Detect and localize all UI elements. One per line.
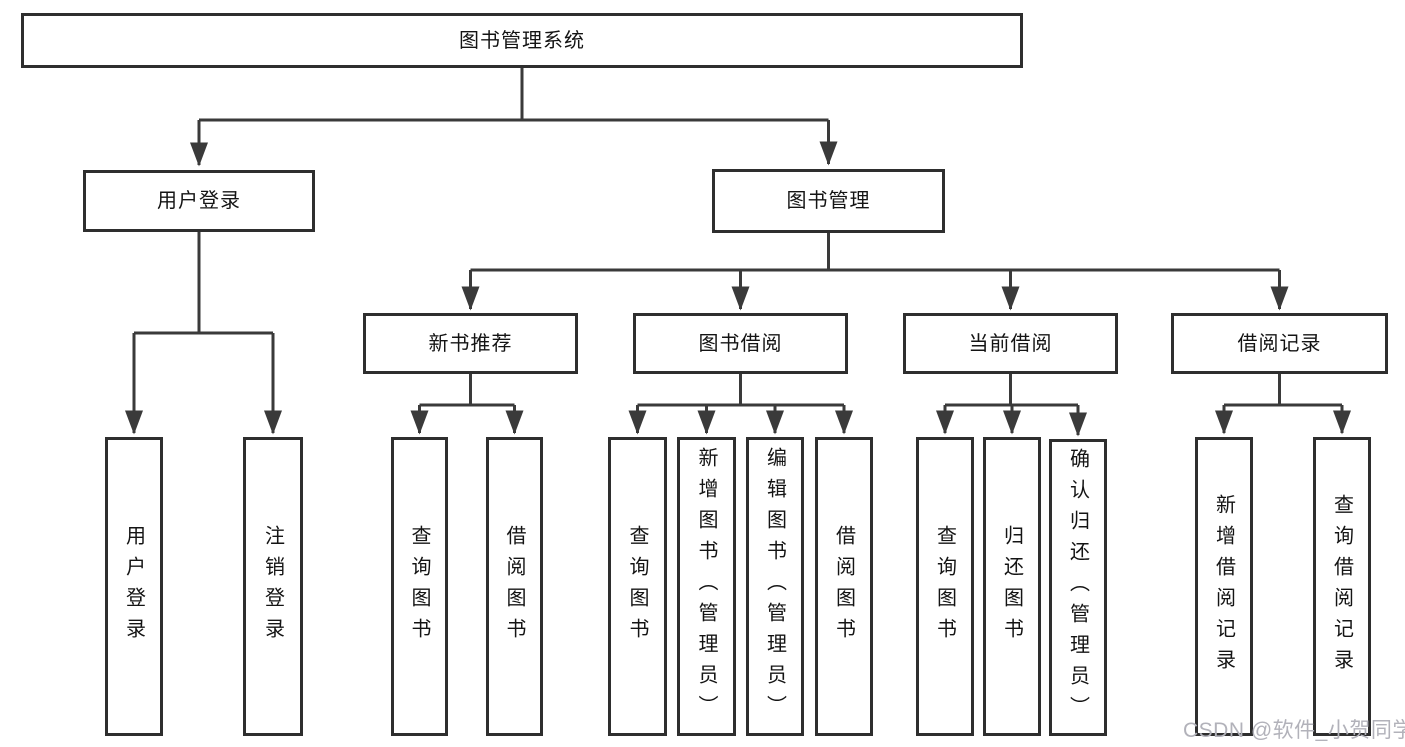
connector-login-to-leaves [125,232,282,435]
node-current-borrowing: 当前借阅 [903,313,1118,374]
connector-borrowing-to-leaves [628,374,853,435]
leaf-add-borrow-record: 新增借阅记录 [1195,437,1253,736]
node-library-management-system: 图书管理系统 [21,13,1023,68]
leaf-add-books-admin: 新增图书（管理员） [677,437,736,736]
leaf-borrow-books-borrowing: 借阅图书 [815,437,873,736]
node-user-login: 用户登录 [83,170,315,232]
leaf-return-books: 归还图书 [983,437,1041,736]
leaf-edit-books-admin: 编辑图书（管理员） [746,437,804,736]
connector-mgmt-to-level3 [461,233,1289,311]
leaf-query-books-current: 查询图书 [916,437,974,736]
leaf-confirm-return-admin: 确认归还（管理员） [1049,439,1107,736]
leaf-logout: 注销登录 [243,437,303,736]
leaf-user-login: 用户登录 [105,437,163,736]
connector-recommendation-to-leaves [410,374,524,435]
connector-current-to-leaves [936,374,1087,437]
node-borrowing-records: 借阅记录 [1171,313,1388,374]
connector-records-to-leaves [1215,374,1351,435]
node-book-management: 图书管理 [712,169,945,233]
connector-root-to-level2 [190,68,838,167]
csdn-watermark: CSDN @软件_小贺同学 [1183,719,1405,742]
leaf-query-books-recommend: 查询图书 [391,437,448,736]
leaf-query-borrow-record: 查询借阅记录 [1313,437,1371,736]
leaf-borrow-books-recommend: 借阅图书 [486,437,543,736]
node-new-book-recommendation: 新书推荐 [363,313,578,374]
node-book-borrowing: 图书借阅 [633,313,848,374]
leaf-query-books-borrowing: 查询图书 [608,437,667,736]
